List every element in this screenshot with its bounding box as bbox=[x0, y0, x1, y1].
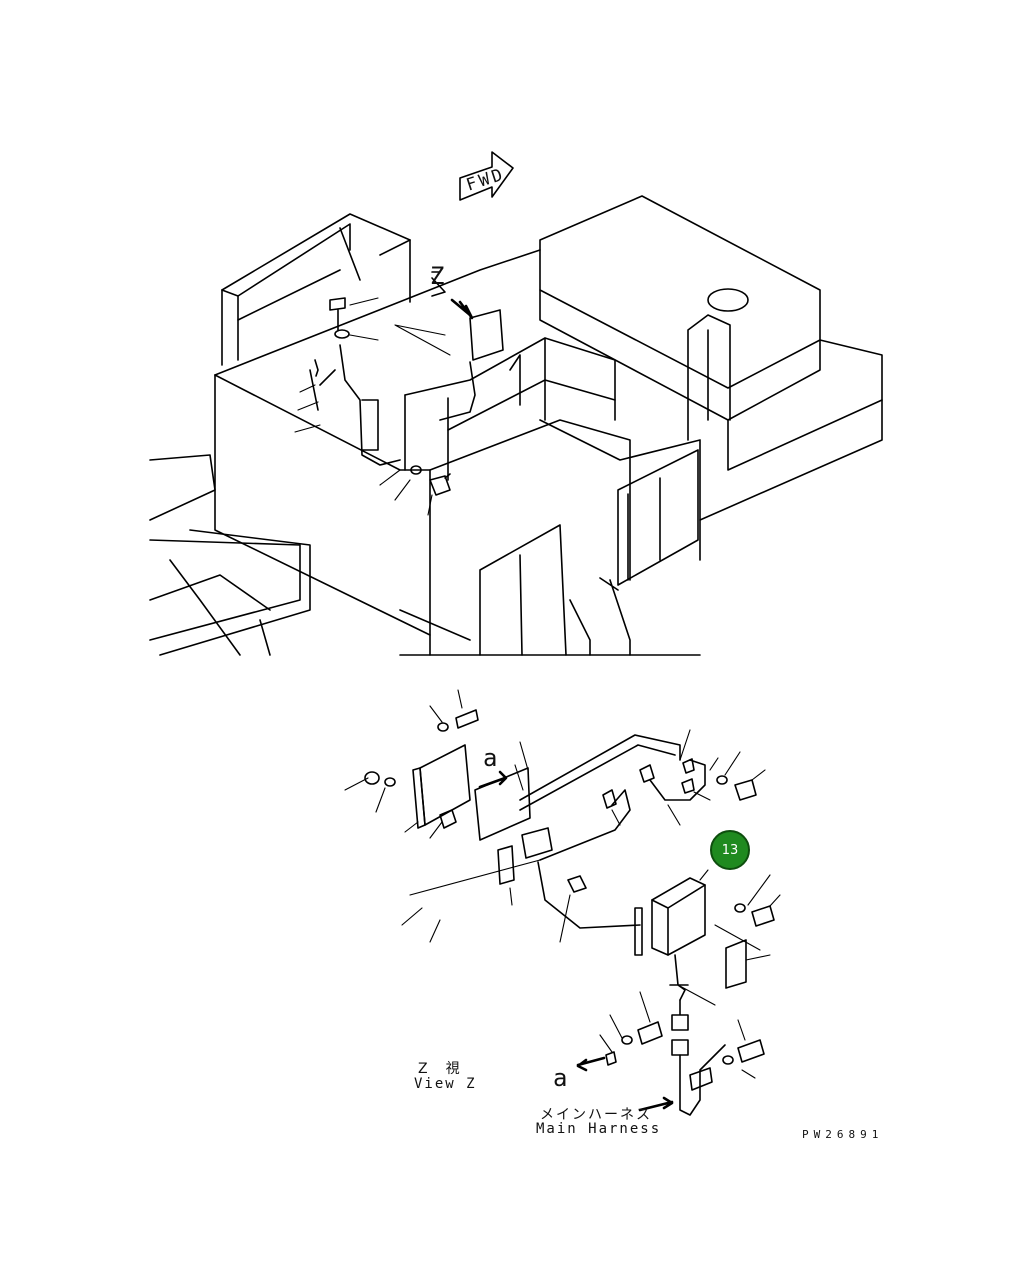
view-z-bracket bbox=[364, 709, 479, 829]
view-caption-en: View Z bbox=[414, 1076, 477, 1092]
view-z-controller bbox=[634, 877, 775, 1056]
leader-lines bbox=[344, 689, 781, 1079]
front-handrails bbox=[479, 314, 731, 656]
part-number-badge: 13 bbox=[710, 830, 750, 870]
drawing-code: PW26891 bbox=[802, 1128, 884, 1141]
rear-handrail bbox=[221, 213, 411, 366]
view-letter-z: Z bbox=[430, 262, 447, 290]
view-z-harness bbox=[497, 734, 757, 929]
view-z-plate bbox=[474, 767, 531, 841]
harness-label-jp: メインハーネス bbox=[540, 1107, 652, 1123]
view-z-lower-harness bbox=[576, 1021, 765, 1116]
top-harness-parts bbox=[294, 271, 504, 516]
harness-label-en: Main Harness bbox=[536, 1121, 662, 1137]
engine-hood bbox=[539, 195, 883, 521]
detail-letter-a-top: a bbox=[483, 744, 500, 772]
view-caption-jp: Z 視 bbox=[418, 1061, 462, 1077]
fwd-arrow-shape bbox=[459, 151, 514, 201]
center-handrail bbox=[404, 337, 616, 481]
deck-and-body bbox=[149, 249, 701, 656]
detail-letter-a-bottom: a bbox=[553, 1064, 570, 1092]
